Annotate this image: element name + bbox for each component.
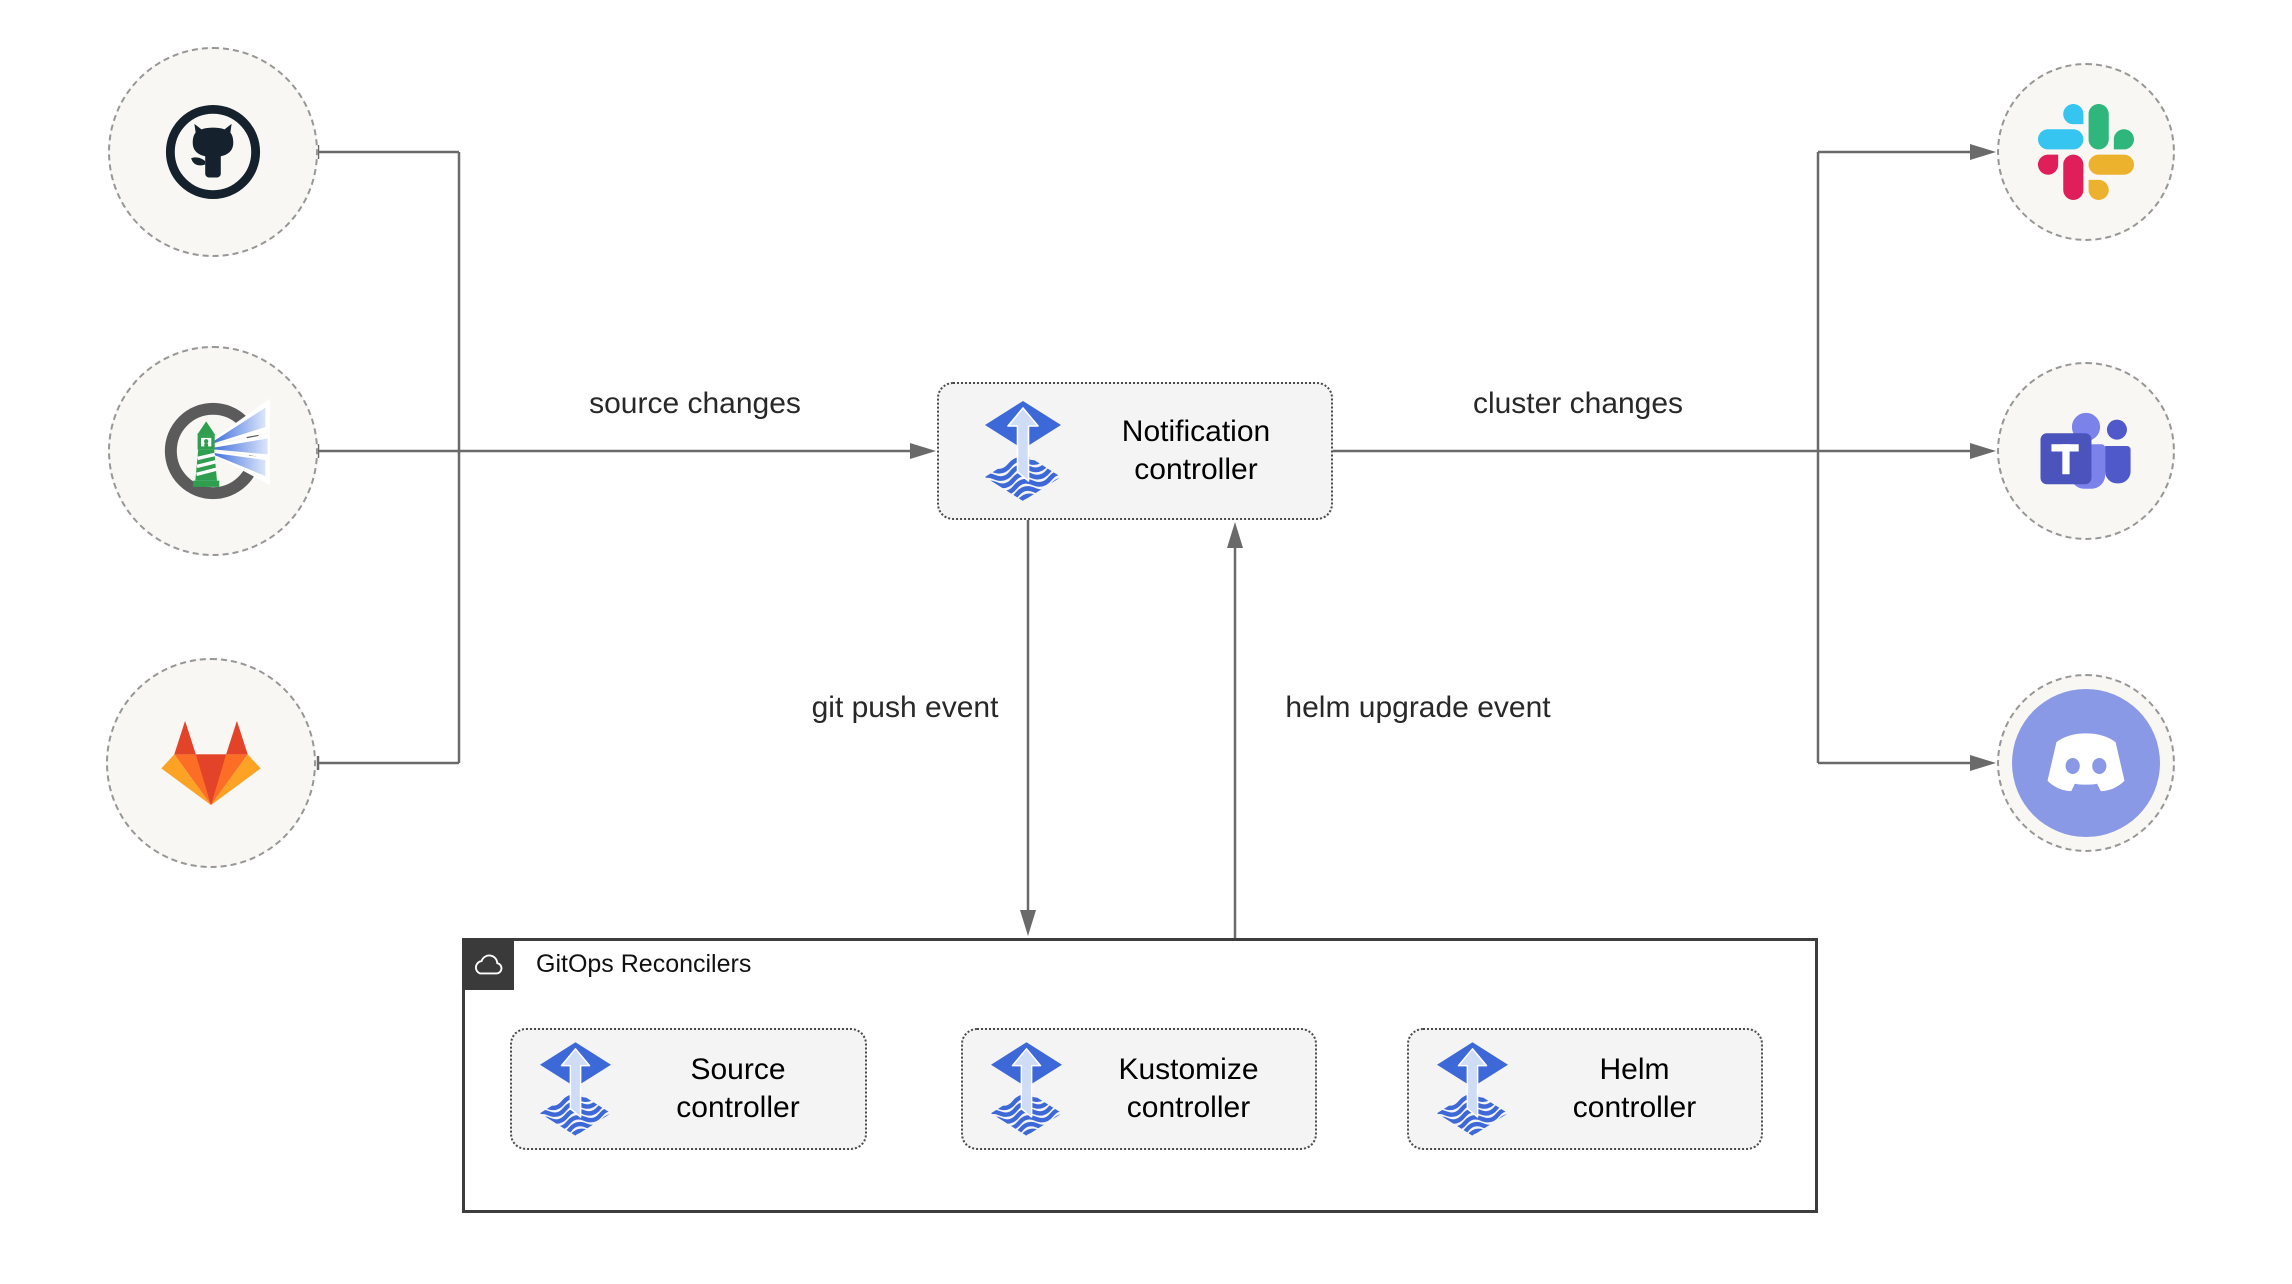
node-slack	[1997, 63, 2175, 241]
edge-to-discord	[1818, 755, 1996, 771]
edge-source-changes	[316, 443, 936, 459]
harbor-icon	[156, 394, 270, 508]
node-gitlab	[106, 658, 316, 868]
flux-icon	[985, 401, 1061, 501]
notification-controller-label: Notification controller	[1121, 415, 1271, 486]
label-helm-upgrade-event: helm upgrade event	[1285, 691, 1551, 724]
label-source-changes: source changes	[589, 387, 801, 420]
node-discord	[1997, 674, 2175, 852]
gitops-reconcilers-label: GitOps Reconcilers	[536, 950, 752, 978]
edge-github-trunk	[316, 145, 459, 159]
node-kustomize-controller: Kustomize controller	[961, 1028, 1317, 1150]
edge-gitlab-trunk	[316, 756, 459, 770]
flux-icon	[540, 1042, 611, 1136]
teams-icon	[2035, 406, 2137, 497]
flux-icon	[991, 1042, 1062, 1136]
edge-cluster-changes	[1333, 443, 1996, 459]
node-teams	[1997, 362, 2175, 540]
kustomize-controller-label: Kustomize controller	[1118, 1053, 1259, 1124]
node-github	[108, 47, 318, 257]
source-controller-label: Source controller	[676, 1053, 800, 1124]
cloud-icon	[471, 952, 505, 977]
github-icon	[161, 100, 265, 204]
gitlab-icon	[157, 709, 265, 817]
slack-icon	[2038, 104, 2134, 200]
discord-icon	[2012, 689, 2160, 837]
edge-git-push-event	[1020, 520, 1036, 936]
edge-to-slack	[1818, 144, 1996, 160]
node-harbor	[108, 346, 318, 556]
node-helm-controller: Helm controller	[1407, 1028, 1763, 1150]
label-git-push-event: git push event	[811, 691, 999, 724]
label-cluster-changes: cluster changes	[1472, 387, 1684, 420]
gitops-reconcilers-badge	[462, 938, 514, 990]
flux-icon	[1437, 1042, 1508, 1136]
node-notification-controller: Notification controller	[937, 382, 1333, 520]
node-source-controller: Source controller	[510, 1028, 867, 1150]
edge-helm-upgrade-event	[1227, 522, 1243, 938]
helm-controller-label: Helm controller	[1572, 1053, 1697, 1124]
